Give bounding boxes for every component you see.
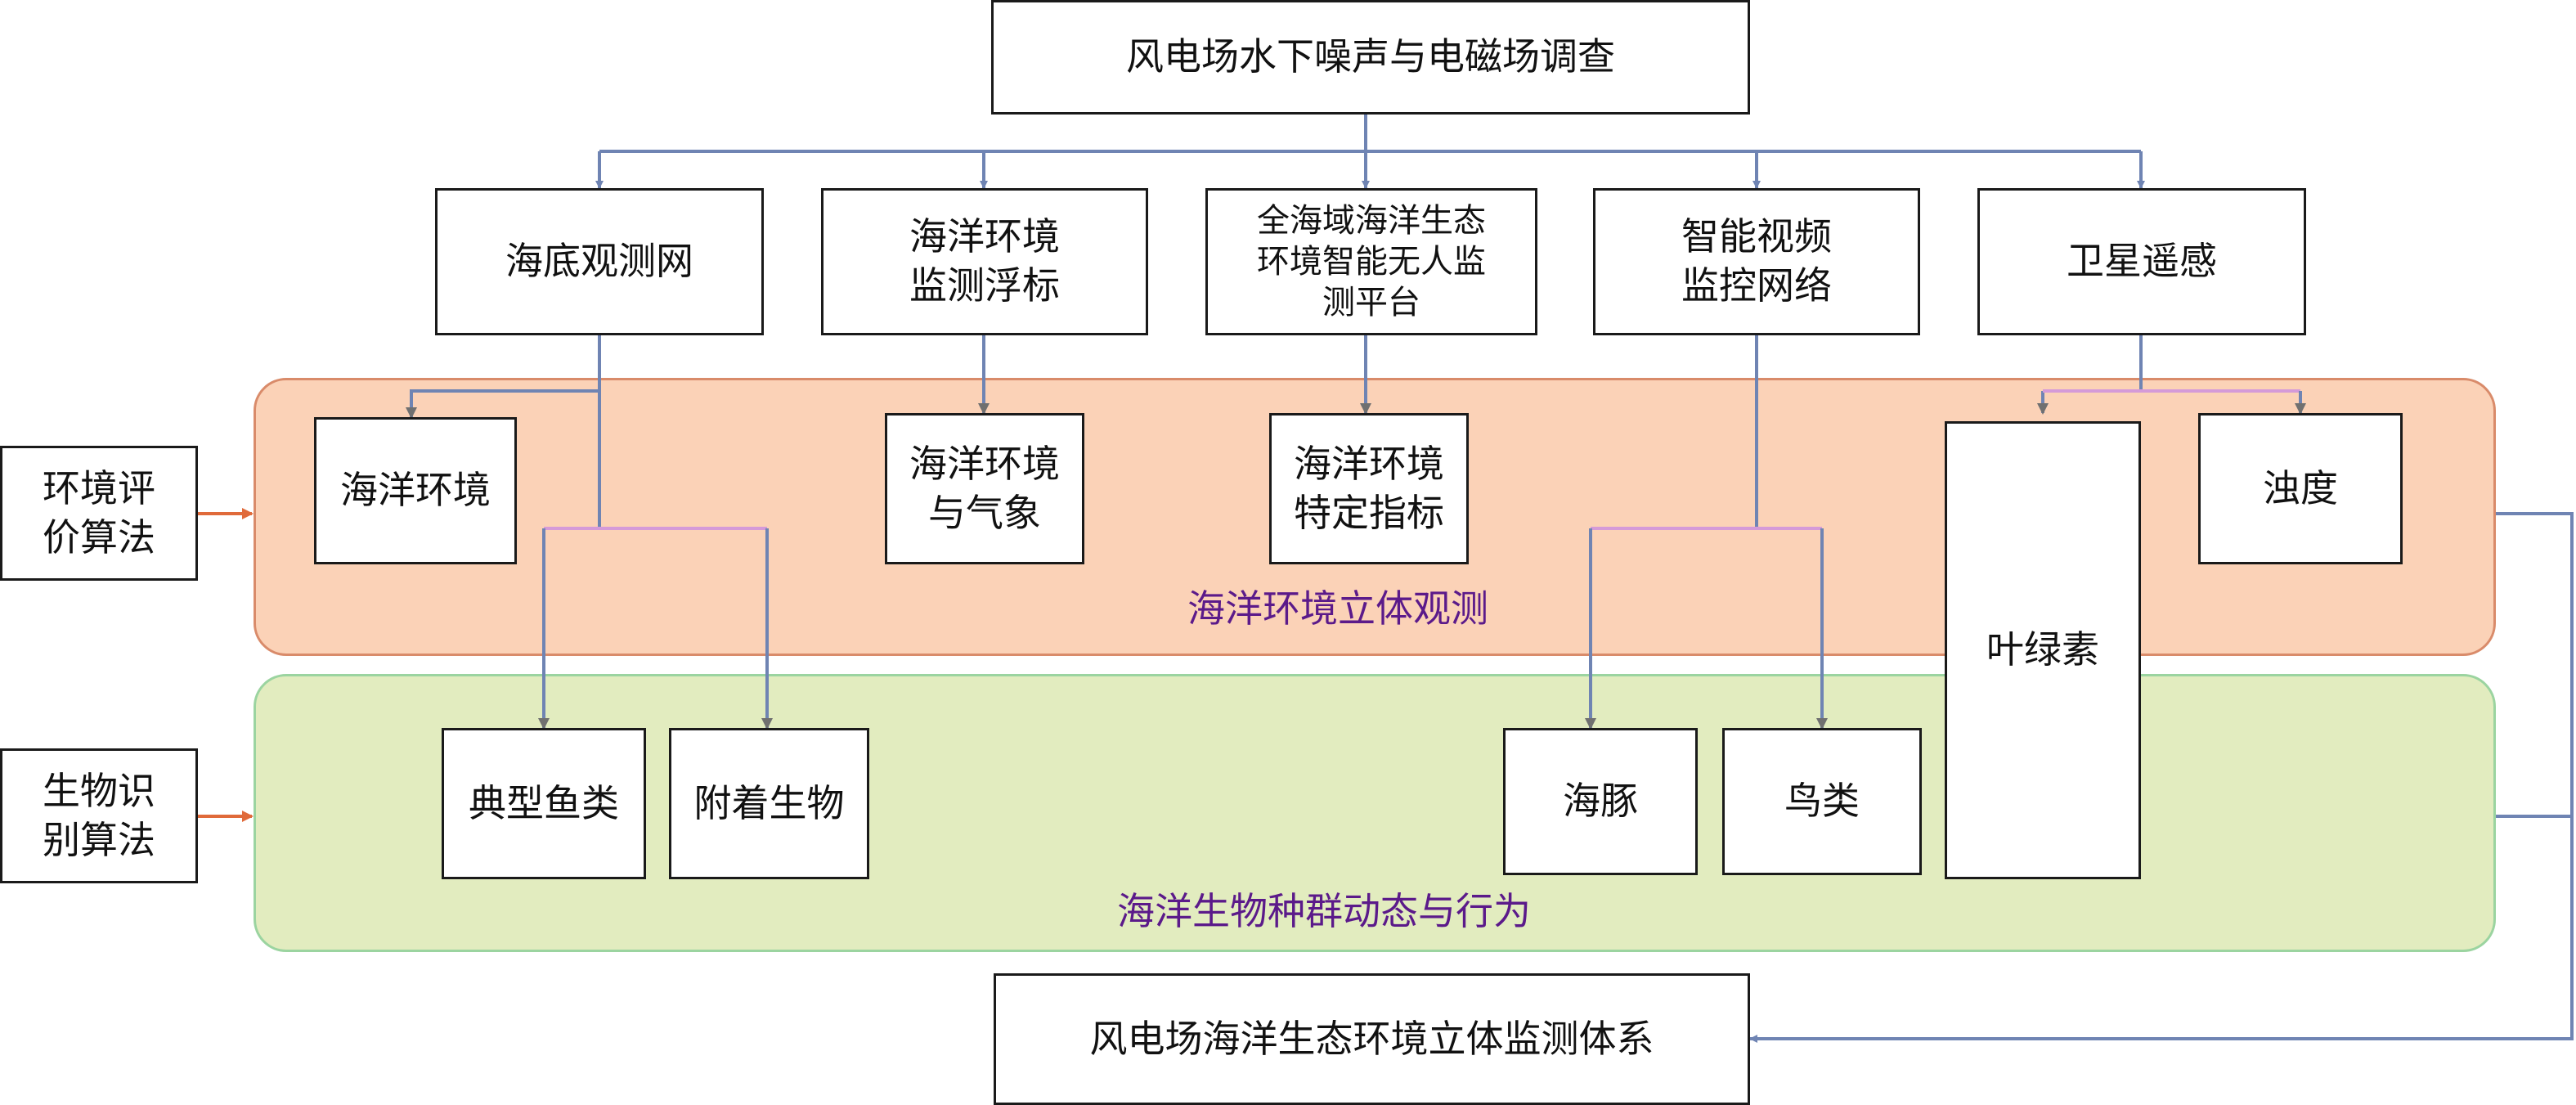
survey-box: 风电场水下噪声与电磁场调查 xyxy=(991,0,1750,115)
target-typical-fish: 典型鱼类 xyxy=(442,728,646,879)
survey-label: 风电场水下噪声与电磁场调查 xyxy=(1126,34,1615,79)
env-assessment-algorithm: 环境评 价算法 xyxy=(0,446,198,581)
algorithm-arrows xyxy=(198,508,254,822)
env-region-label: 海洋环境立体观测 xyxy=(1187,586,1488,631)
buoy-connector xyxy=(978,335,1371,415)
monitoring-system-box: 风电场海洋生态环境立体监测体系 xyxy=(994,973,1750,1105)
target-chlorophyll: 叶绿素 xyxy=(1945,421,2141,879)
survey-distribution xyxy=(595,115,2145,189)
target-environment-weather: 海洋环境 与气象 xyxy=(885,413,1084,564)
satellite-connectors xyxy=(2037,335,2306,415)
platform-monitoring-buoy: 海洋环境 监测浮标 xyxy=(821,188,1148,335)
bio-region-label: 海洋生物种群动态与行为 xyxy=(1117,889,1531,933)
target-dolphin: 海豚 xyxy=(1503,728,1698,875)
target-birds: 鸟类 xyxy=(1722,728,1922,875)
bio-recognition-algorithm: 生物识 别算法 xyxy=(0,748,198,883)
platform-unmanned-monitoring: 全海域海洋生态 环境智能无人监 测平台 xyxy=(1205,188,1537,335)
platform-satellite-sensing: 卫星遥感 xyxy=(1977,188,2306,335)
target-marine-environment: 海洋环境 xyxy=(314,417,517,564)
return-loop xyxy=(1749,512,2574,1043)
video-network-connectors xyxy=(1585,335,1828,730)
target-turbidity: 浊度 xyxy=(2198,413,2403,564)
target-attached-organisms: 附着生物 xyxy=(669,728,869,879)
platform-seabed-network: 海底观测网 xyxy=(435,188,764,335)
target-specific-indicators: 海洋环境 特定指标 xyxy=(1269,413,1469,564)
platform-video-monitoring: 智能视频 监控网络 xyxy=(1593,188,1920,335)
seabed-network-connectors xyxy=(406,335,773,730)
